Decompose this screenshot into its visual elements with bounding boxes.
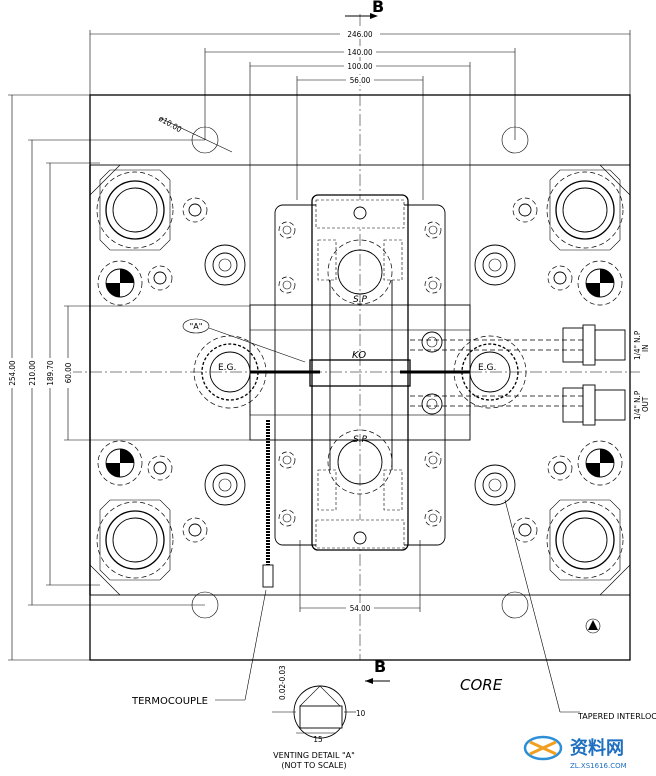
watermark-logo: 资料网 ZL.XS1616.COM bbox=[523, 735, 627, 770]
dim-246: 246.00 bbox=[347, 30, 373, 39]
dim-54: 54.00 bbox=[350, 604, 371, 613]
section-letter-bottom: B bbox=[374, 657, 386, 676]
screw-holes bbox=[147, 197, 573, 543]
section-letter-top: B bbox=[372, 0, 384, 16]
watermark-url: ZL.XS1616.COM bbox=[570, 762, 627, 770]
insert-block bbox=[249, 194, 471, 551]
dim-100: 100.00 bbox=[347, 62, 373, 71]
dim-210: 210.00 bbox=[28, 360, 37, 386]
watermark-brand: 资料网 bbox=[570, 737, 624, 759]
vent-dim-w: 15 bbox=[313, 735, 322, 744]
sprue-label-top: S.P bbox=[353, 295, 368, 305]
detail-a-marker: "A" bbox=[182, 318, 306, 363]
vent-dim-depth: 0.02-0.03 bbox=[278, 665, 287, 700]
dimension-line-bottom: 54.00 bbox=[299, 540, 421, 613]
dim-60: 60.00 bbox=[64, 362, 73, 383]
dim-56: 56.00 bbox=[350, 76, 371, 85]
venting-title: VENTING DETAIL "A" bbox=[273, 751, 355, 760]
svg-text:"A": "A" bbox=[190, 322, 203, 331]
dim-140: 140.00 bbox=[347, 48, 373, 57]
sprue-label-bottom: S.P bbox=[353, 435, 368, 445]
dimension-lines-left: 254.00 210.00 189.70 60.00 bbox=[7, 94, 250, 661]
center-lines bbox=[70, 14, 640, 660]
hole-dia-label: ø10.00 bbox=[157, 114, 184, 135]
tapered-interlocks-label: TAPERED INTERLOCKS bbox=[577, 712, 656, 721]
dim-189: 189.70 bbox=[46, 360, 55, 386]
fitting-1-spec: 1/4" N.P bbox=[633, 330, 642, 360]
core-label: CORE bbox=[460, 676, 503, 694]
eg-label-right: E.G. bbox=[478, 363, 496, 373]
dimension-lines-top: 246.00 140.00 100.00 56.00 bbox=[89, 29, 631, 330]
ejector-guides bbox=[193, 335, 527, 409]
termocouple-label: TERMOCOUPLE bbox=[131, 696, 208, 707]
fitting-2-label: OUT bbox=[641, 396, 650, 412]
vent-dim-h: 10 bbox=[356, 709, 366, 718]
fitting-2-spec: 1/4" N.P bbox=[633, 390, 642, 420]
section-marker-bottom: B bbox=[365, 657, 390, 684]
section-marker-top: B bbox=[345, 0, 384, 19]
ko-label: KO bbox=[352, 350, 366, 361]
return-pins bbox=[97, 260, 623, 486]
venting-detail: 15 10 0.02-0.03 VENTING DETAIL "A" (NOT … bbox=[272, 665, 366, 770]
eg-label-left: E.G. bbox=[218, 363, 236, 373]
venting-subtitle: (NOT TO SCALE) bbox=[281, 761, 346, 770]
water-fittings: 1/4" N.P IN 1/4" N.P OUT bbox=[410, 324, 650, 426]
thermocouple-cable bbox=[215, 420, 274, 701]
interlock-leader bbox=[504, 499, 580, 713]
fitting-1-label: IN bbox=[641, 344, 650, 352]
stamp-icon bbox=[585, 618, 601, 634]
dim-254: 254.00 bbox=[8, 360, 17, 386]
corner-bushings bbox=[96, 169, 624, 581]
